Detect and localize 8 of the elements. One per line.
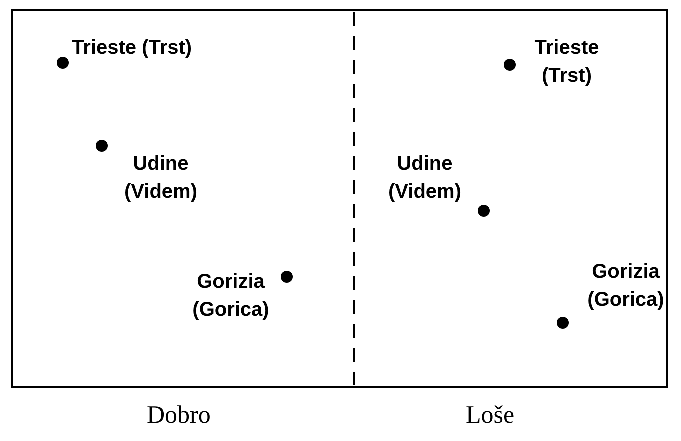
place-label: Trieste (Trst) <box>72 36 194 61</box>
place-label: Udine (Videm) <box>388 152 462 205</box>
place-label: Udine (Videm) <box>124 152 198 205</box>
caption-text: Dobro <box>147 402 211 430</box>
place-label: Trieste (Trst) <box>534 36 600 89</box>
place-label: Gorizia (Gorica) <box>586 260 666 313</box>
caption-text: Loše <box>466 402 515 430</box>
place-label: Gorizia (Gorica) <box>192 270 270 323</box>
